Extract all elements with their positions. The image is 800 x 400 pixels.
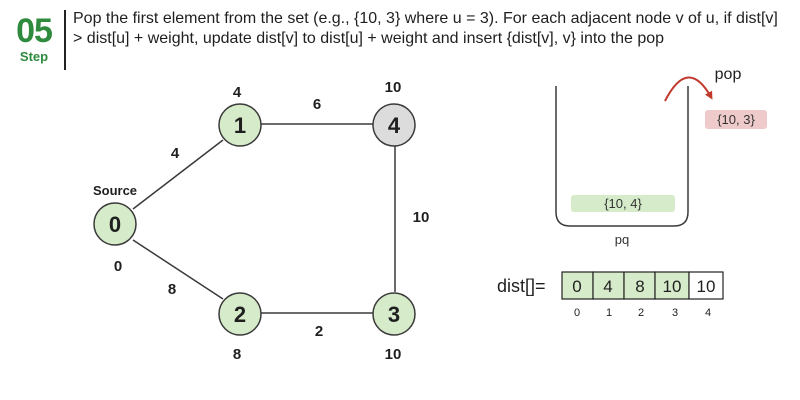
dist-index-1: 1 bbox=[606, 307, 612, 319]
dist-cell-3-box bbox=[654, 271, 690, 300]
graph-node-2: 2 bbox=[218, 292, 262, 336]
step-description: Pop the first element from the set (e.g.… bbox=[73, 10, 778, 47]
graph-node-4: 4 bbox=[372, 103, 416, 147]
pop-label: pop bbox=[715, 66, 742, 83]
dist-cell-1-box bbox=[592, 271, 625, 300]
node-0-label: 0 bbox=[109, 212, 121, 237]
step-word: Step bbox=[19, 49, 49, 64]
dist-index-4: 4 bbox=[705, 307, 711, 319]
node-1-dist: 4 bbox=[233, 84, 242, 101]
dist-cell-1: 4 bbox=[603, 277, 612, 296]
dist-cell-4: 10 bbox=[697, 277, 716, 296]
dist-index-2: 2 bbox=[638, 307, 644, 319]
popped-item: {10, 3} bbox=[717, 112, 755, 127]
pq-item-box bbox=[571, 195, 675, 212]
dist-cell-0: 0 bbox=[572, 277, 581, 296]
pq-container bbox=[555, 86, 689, 227]
edge-0-2 bbox=[132, 239, 224, 300]
node-2-circle bbox=[218, 292, 262, 336]
dist-cell-4-box bbox=[688, 271, 724, 300]
edge-weight-0-1: 4 bbox=[171, 145, 180, 162]
node-2-label: 2 bbox=[234, 302, 246, 327]
pop-arrow-icon bbox=[664, 76, 713, 102]
node-2-dist: 8 bbox=[233, 346, 241, 363]
dist-index-3: 3 bbox=[672, 307, 678, 319]
dist-array-cells: 0 4 8 10 10 bbox=[561, 271, 724, 300]
pq-item: {10, 4} bbox=[604, 196, 642, 211]
graph-node-1: 1 bbox=[218, 103, 262, 147]
graph-node-3: 3 bbox=[372, 292, 416, 336]
graph-node-0: 0 bbox=[93, 202, 137, 246]
graph-edges bbox=[132, 123, 396, 314]
step-divider bbox=[64, 10, 66, 70]
step-number: 05 bbox=[16, 12, 53, 50]
step-badge: 05 Step bbox=[6, 14, 62, 64]
edge-weight-3-4: 10 bbox=[413, 209, 430, 226]
dist-array-label: dist[]= bbox=[497, 276, 546, 296]
node-4-label: 4 bbox=[388, 113, 401, 138]
node-4-circle bbox=[372, 103, 416, 147]
node-3-circle bbox=[372, 292, 416, 336]
edge-0-1 bbox=[132, 139, 224, 210]
node-3-dist: 10 bbox=[385, 346, 402, 363]
edge-weight-0-2: 8 bbox=[168, 281, 176, 298]
node-1-circle bbox=[218, 103, 262, 147]
dist-cell-3: 10 bbox=[663, 277, 682, 296]
dist-cell-2: 8 bbox=[635, 277, 644, 296]
node-1-label: 1 bbox=[234, 113, 246, 138]
node-0-circle bbox=[93, 202, 137, 246]
node-0-dist: 0 bbox=[114, 258, 122, 275]
edge-weight-2-3: 2 bbox=[315, 323, 323, 340]
pq-label: pq bbox=[615, 232, 629, 247]
edge-weight-1-4: 6 bbox=[313, 96, 321, 113]
source-label: Source bbox=[93, 183, 137, 198]
dist-index-0: 0 bbox=[574, 307, 580, 319]
node-4-dist: 10 bbox=[385, 79, 402, 96]
popped-item-box bbox=[705, 110, 767, 129]
node-3-label: 3 bbox=[388, 302, 400, 327]
